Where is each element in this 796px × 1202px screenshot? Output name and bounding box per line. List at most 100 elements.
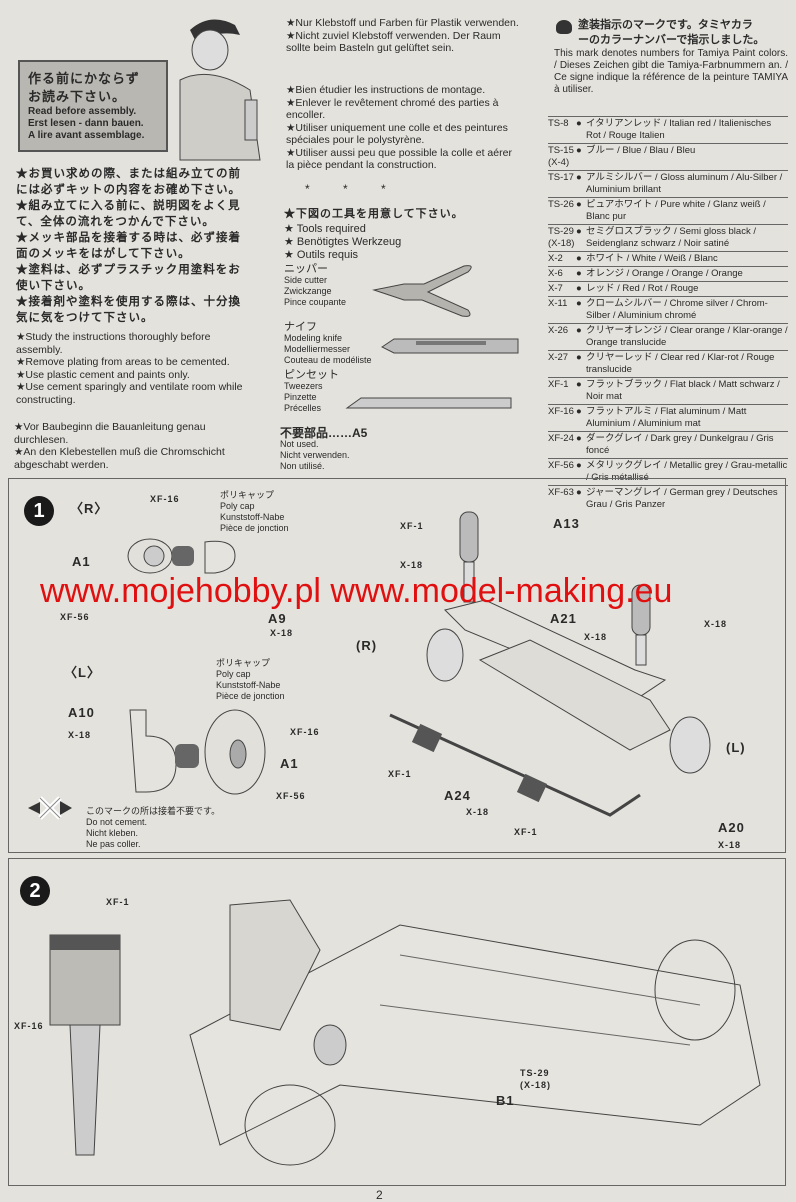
- tool-jp: ニッパー: [284, 263, 328, 275]
- paint-code: TS-8: [548, 118, 569, 129]
- paint-code: TS-17: [548, 172, 574, 183]
- chassis-assembly-diagram: [49, 899, 761, 1166]
- paint-header-jp: ーのカラーナンバーで指示しました。: [578, 34, 765, 46]
- paint-dot-icon: ●: [576, 406, 582, 417]
- paint-row: XF-63●ジャーマングレイ / German grey / Deutsches…: [548, 485, 788, 512]
- en-note: ★Use plastic cement and paints only.: [16, 368, 190, 381]
- paint-dot-icon: ●: [576, 298, 582, 309]
- step-1-panel: [8, 478, 786, 853]
- paint-dot-icon: ●: [576, 460, 582, 471]
- paint-label: XF-16: [150, 494, 180, 504]
- tools-jp: ★下図の工具を用意して下さい。: [284, 208, 464, 220]
- paint-name: ジャーマングレイ / German grey / Deutsches Grau …: [586, 487, 778, 510]
- paint-name: セミグロスブラック / Semi gloss black / Seidengla…: [586, 226, 756, 249]
- paint-row: XF-1●フラットブラック / Flat black / Matt schwar…: [548, 377, 788, 404]
- polycap-fr: Pièce de jonction: [220, 523, 289, 533]
- side-cutter-icon: [372, 265, 472, 317]
- de-notes-1: ★Vor Baubeginn die Bauanleitung genau du…: [14, 421, 246, 471]
- paint-label: XF-16: [290, 727, 320, 737]
- paint-label: XF-1: [514, 827, 538, 837]
- paint-code: XF-24: [548, 433, 574, 444]
- paint-row: X-11●クロームシルバー / Chrome silver / Chrom-Si…: [548, 296, 788, 323]
- left-label: 〈L〉: [64, 665, 101, 680]
- tools-de: ★ Benötigtes Werkzeug: [284, 236, 402, 248]
- tools-en: ★ Tools required: [284, 223, 366, 235]
- page-number: 2: [376, 1188, 383, 1202]
- tool-en: Modeling knife: [284, 333, 343, 343]
- polycap-label: ポリキャップ Poly cap Kunststoff-Nabe Pièce de…: [220, 490, 289, 534]
- tool-de: Modelliermesser: [284, 344, 351, 354]
- paint-dot-icon: ●: [576, 268, 582, 279]
- jp-note: には必ずキットの内容をお確め下さい。: [16, 184, 241, 196]
- mechanic-illustration: [179, 19, 261, 161]
- jp-note: ★メッキ部品を接着する時は、必ず接着: [16, 232, 241, 244]
- sign-en: Read before assembly.: [28, 106, 137, 117]
- watermark: www.mojehobby.pl www.model-making.eu: [40, 572, 673, 610]
- hub-left-diagram: [129, 709, 266, 795]
- tool-fr: Couteau de modéliste: [284, 355, 372, 365]
- tool-modeling-knife: ナイフ Modeling knife Modelliermesser Coute…: [284, 322, 372, 366]
- step-number: 1: [24, 496, 54, 526]
- paint-name: アルミシルバー / Gloss aluminum / Alu-Silber / …: [586, 172, 783, 195]
- paint-name: クリヤーレッド / Clear red / Klar-rot / Rouge t…: [586, 352, 775, 375]
- paint-name: オレンジ / Orange / Orange / Orange: [586, 268, 743, 279]
- polycap-en: Poly cap: [216, 669, 251, 679]
- de-note: ★Nur Klebstoff und Farben für Plastik ve…: [286, 17, 519, 29]
- polycap-jp: ポリキャップ: [216, 658, 271, 668]
- paint-row: TS-26●ピュアホワイト / Pure white / Glanz weiß …: [548, 197, 788, 224]
- paint-code: TS-15 (X-4): [548, 145, 574, 168]
- paint-name: レッド / Red / Rot / Rouge: [586, 283, 699, 294]
- part-a24: A24: [444, 788, 471, 803]
- en-notes: ★Study the instructions thoroughly befor…: [16, 331, 248, 406]
- tool-en: Tweezers: [284, 381, 323, 391]
- part-a20: A20: [718, 820, 745, 835]
- not-used-jp: 不要部品……A5: [280, 426, 368, 440]
- paint-name: フラットブラック / Flat black / Matt schwarz / N…: [586, 379, 780, 402]
- paint-name: フラットアルミ / Flat aluminum / Matt Aluminium…: [586, 406, 747, 429]
- paint-label: X-18: [68, 730, 92, 740]
- paint-dot-icon: ●: [576, 283, 582, 294]
- paint-row: TS-8●イタリアンレッド / Italian red / Italienisc…: [548, 116, 788, 143]
- fr-note: ★Bien étudier les instructions de montag…: [286, 84, 486, 96]
- polycap-de: Kunststoff-Nabe: [216, 680, 281, 690]
- jp-notes: ★お買い求めの際、または組み立ての前 には必ずキットの内容をお確め下さい。 ★組…: [16, 166, 272, 326]
- jp-note: 気に気をつけて下さい。: [16, 312, 154, 324]
- paint-header-jp: 塗装指示のマークです。タミヤカラ: [578, 19, 753, 31]
- paint-code: X-6: [548, 268, 563, 279]
- paint-code: X-27: [548, 352, 569, 363]
- sign-de: Erst lesen - dann bauen.: [28, 118, 144, 129]
- tool-fr: Pince coupante: [284, 297, 347, 307]
- sign-jp-1: 作る前にかならず: [28, 71, 140, 86]
- paint-name: ブルー / Blue / Blau / Bleu: [586, 145, 696, 156]
- de-note: ★Nicht zuviel Klebstoff verwenden. Der R…: [286, 29, 501, 55]
- part-a9: A9: [268, 611, 287, 626]
- paint-row: TS-29 (X-18)● セミグロスブラック / Semi gloss blac…: [548, 224, 788, 251]
- paint-label: XF-1: [106, 897, 130, 907]
- sign-fr: A lire avant assemblage.: [28, 130, 145, 141]
- paint-code: X-26: [548, 325, 569, 336]
- part-a1: A1: [72, 554, 91, 569]
- paint-row: X-7 ● レッド / Red / Rot / Rouge: [548, 281, 788, 296]
- paint-label: TS-29: [520, 1068, 550, 1078]
- tool-jp: ナイフ: [284, 321, 317, 333]
- tool-jp: ピンセット: [284, 369, 339, 381]
- paint-name: ホワイト / White / Weiß / Blanc: [586, 253, 718, 264]
- paint-code: XF-63: [548, 487, 574, 498]
- paint-label: X-18: [400, 560, 424, 570]
- right-label-2: (R): [356, 638, 378, 653]
- jp-note: て、全体の流れをつかんで下さい。: [16, 216, 215, 228]
- paint-dot-icon: ●: [576, 199, 582, 210]
- paint-code: XF-56: [548, 460, 574, 471]
- paint-label: X-18: [584, 632, 608, 642]
- paint-dot-icon: ●: [576, 226, 582, 237]
- paint-row: TS-17●アルミシルバー / Gloss aluminum / Alu-Sil…: [548, 170, 788, 197]
- sign-jp-2: お読み下さい。: [28, 89, 127, 104]
- paint-code: X-7: [548, 283, 563, 294]
- fr-note: ★Utiliser uniquement une colle et des pe…: [286, 121, 508, 147]
- tools-required: ★下図の工具を用意して下さい。 ★ Tools required ★ Benöt…: [284, 205, 464, 262]
- tool-tweezers: ピンセット Tweezers Pinzette Précelles: [284, 370, 339, 414]
- paint-code: TS-29 (X-18): [548, 226, 575, 249]
- paint-code: X-2: [548, 253, 563, 264]
- polycap-jp: ポリキャップ: [220, 490, 275, 500]
- no-cement-en: Do not cement.: [86, 817, 148, 827]
